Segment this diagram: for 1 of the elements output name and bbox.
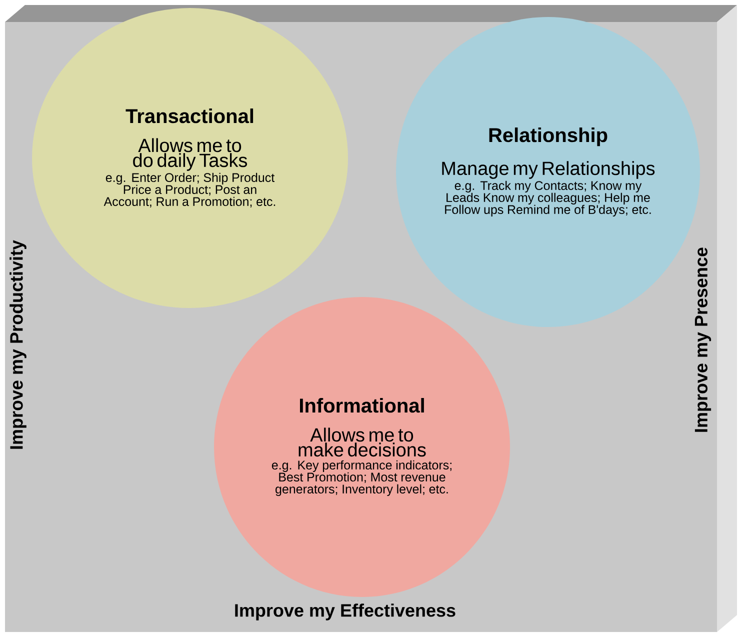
axis-label: Improve my Productivity — [10, 240, 26, 449]
